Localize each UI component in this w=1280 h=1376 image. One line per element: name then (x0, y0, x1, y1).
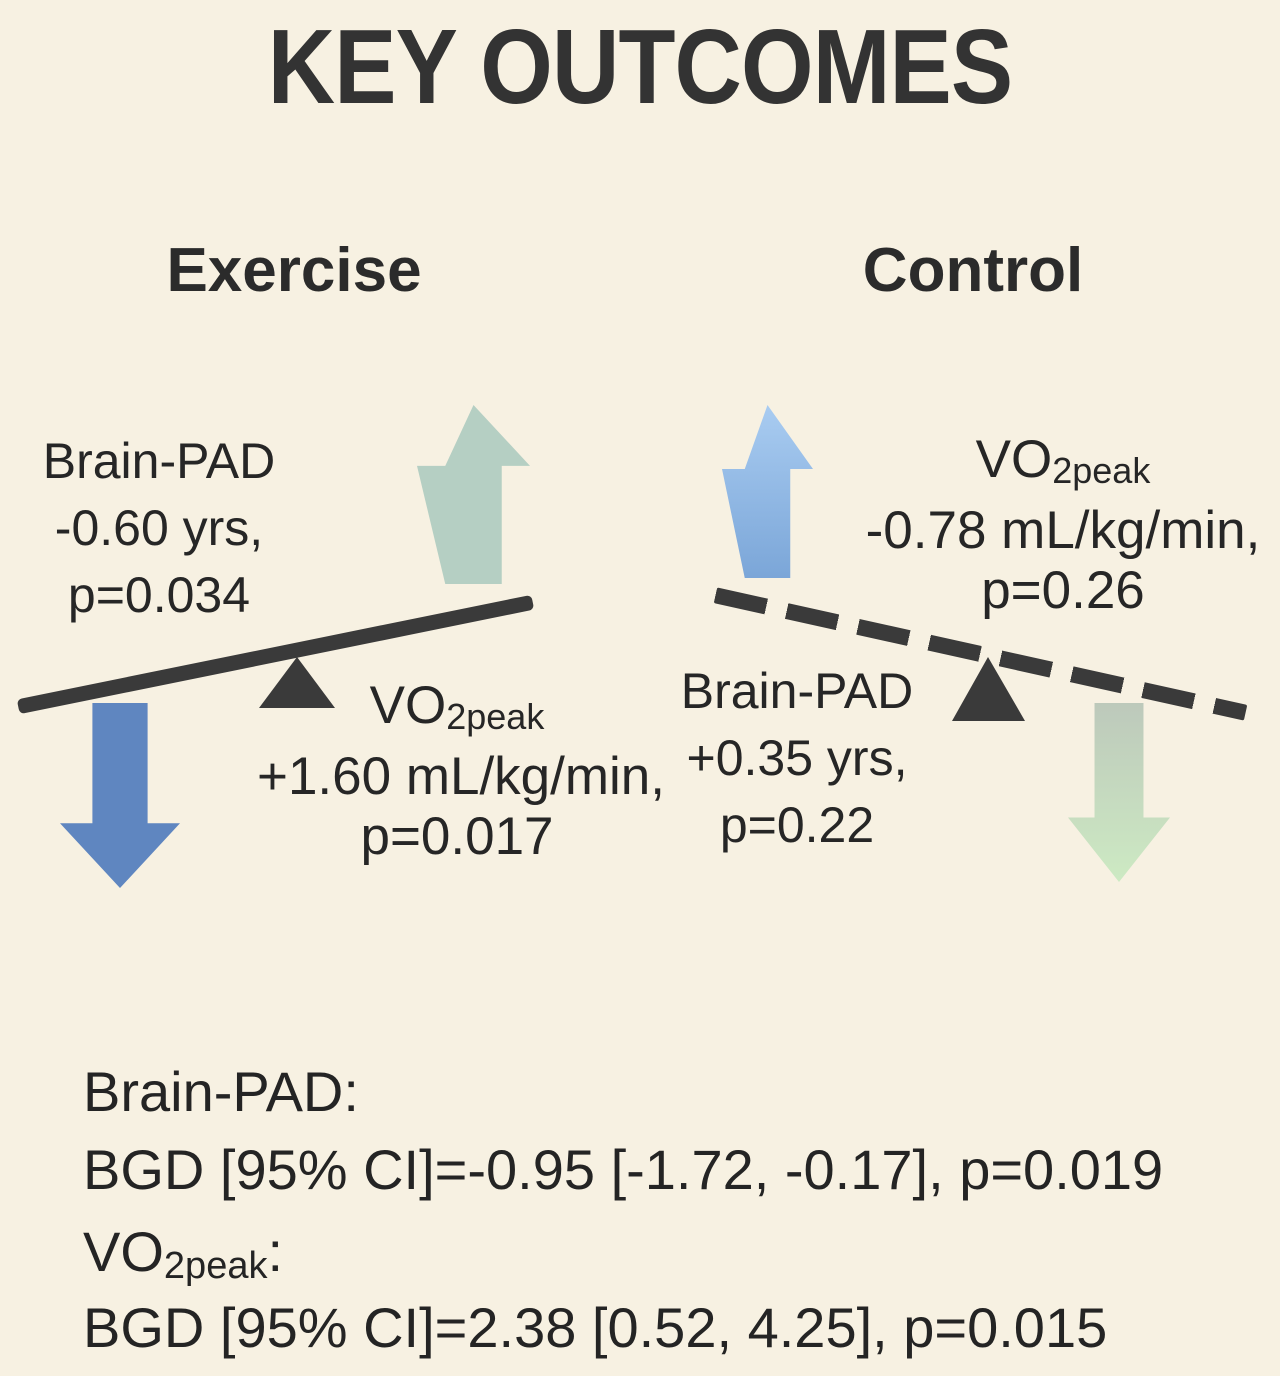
summary-vo2peak-result: BGD [95% CI]=2.38 [0.52, 4.25], p=0.015 (83, 1296, 1108, 1359)
vo2peak-subscript: 2peak (1052, 450, 1151, 491)
exercise-down-arrow-icon (60, 703, 180, 888)
exercise-seesaw-fulcrum-icon (259, 657, 335, 708)
exercise-brain-pad-name: Brain-PAD (42, 433, 276, 489)
control-brain-pad-name: Brain-PAD (680, 663, 914, 719)
control-vo2peak-pvalue: p=0.26 (981, 561, 1145, 620)
page-title: KEY OUTCOMES (267, 8, 1013, 126)
control-vo2peak-name: VO2peak (975, 430, 1151, 491)
exercise-brain-pad-value: -0.60 yrs, (54, 500, 264, 556)
control-brain-pad-value: +0.35 yrs, (686, 730, 908, 786)
exercise-brain-pad-label: Brain-PAD -0.60 yrs, p=0.034 (0, 428, 318, 629)
summary-brain-pad-result: BGD [95% CI]=-0.95 [-1.72, -0.17], p=0.0… (83, 1138, 1164, 1201)
exercise-brain-pad-pvalue: p=0.034 (67, 567, 251, 623)
exercise-vo2peak-pvalue: p=0.017 (360, 807, 554, 866)
control-seesaw-fulcrum-icon (952, 657, 1025, 721)
control-up-arrow-icon (722, 405, 813, 578)
exercise-vo2peak-name: VO2peak (369, 676, 545, 737)
control-brain-pad-label: Brain-PAD +0.35 yrs, p=0.22 (597, 658, 997, 859)
summary-brain-pad-heading: Brain-PAD: (83, 1060, 359, 1123)
exercise-vo2peak-value: +1.60 mL/kg/min, (257, 747, 666, 806)
exercise-up-arrow-icon (417, 405, 530, 584)
vo2peak-subscript: 2peak (163, 1245, 268, 1287)
column-header-exercise: Exercise (166, 236, 422, 305)
control-brain-pad-pvalue: p=0.22 (719, 797, 875, 853)
exercise-vo2peak-label: VO2peak +1.60 mL/kg/min, p=0.017 (257, 676, 666, 867)
control-down-arrow-icon (1068, 703, 1170, 882)
column-header-control: Control (862, 236, 1084, 305)
vo2peak-subscript: 2peak (446, 696, 545, 737)
summary-vo2peak-heading: VO2peak: (83, 1220, 284, 1287)
control-vo2peak-value: -0.78 mL/kg/min, (865, 501, 1261, 560)
control-vo2peak-label: VO2peak -0.78 mL/kg/min, p=0.26 (863, 430, 1263, 621)
